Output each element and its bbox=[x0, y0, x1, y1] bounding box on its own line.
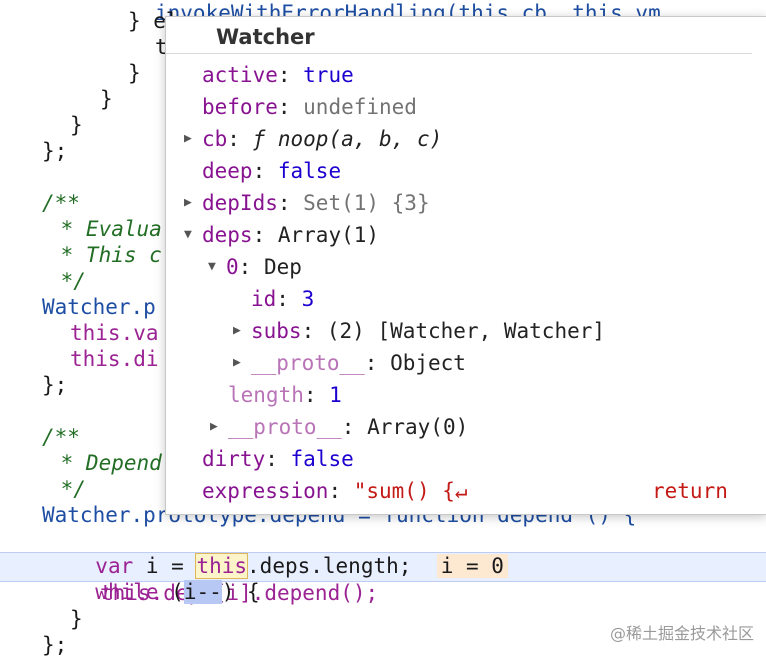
code-line: } bbox=[70, 607, 83, 631]
expand-triangle-icon[interactable]: ▶ bbox=[184, 131, 192, 146]
property-key: 0 bbox=[226, 255, 239, 279]
code-line: }; bbox=[42, 373, 68, 397]
hovered-this-token[interactable]: this bbox=[195, 553, 249, 579]
property-value: Array(0) bbox=[367, 415, 469, 439]
property-row: expression: "sum() {↵return bbox=[202, 475, 728, 507]
code-line: t bbox=[155, 35, 168, 59]
deps-length-expr: .deps.length; bbox=[247, 554, 412, 578]
code-line: }; bbox=[42, 139, 68, 163]
code-line: * This c bbox=[48, 243, 162, 267]
collapse-triangle-icon[interactable]: ▼ bbox=[208, 259, 216, 274]
code-line-while: while (i--) { bbox=[70, 553, 260, 604]
property-key: cb bbox=[202, 127, 228, 151]
code-line: /** bbox=[42, 425, 80, 449]
property-value: 1 bbox=[329, 383, 342, 407]
property-row[interactable]: deps: Array(1) bbox=[202, 223, 380, 247]
keyword-var: var bbox=[95, 554, 134, 578]
inline-value-i: i = 0 bbox=[436, 554, 508, 578]
code-line: } bbox=[100, 87, 113, 111]
property-value: Dep bbox=[263, 255, 302, 279]
property-row[interactable]: 0: Dep bbox=[226, 255, 302, 279]
code-line: } bbox=[128, 61, 141, 85]
object-inspector-popover[interactable]: Watcher active: true before: undefined ▶ cb… bbox=[165, 16, 766, 515]
property-row: active: true bbox=[202, 63, 354, 87]
code-line: this.va bbox=[70, 321, 159, 345]
property-key: dirty bbox=[202, 447, 266, 471]
property-key: deps bbox=[202, 223, 253, 247]
property-row[interactable]: cb: ƒ noop(a, b, c) bbox=[202, 127, 443, 151]
property-value: Set(1) {3} bbox=[303, 191, 430, 215]
property-value: undefined bbox=[303, 95, 417, 119]
expand-triangle-icon[interactable]: ▶ bbox=[233, 323, 241, 338]
property-row[interactable]: depIds: Set(1) {3} bbox=[202, 191, 430, 215]
popover-title: Watcher bbox=[216, 25, 315, 49]
property-key: id bbox=[251, 287, 277, 311]
keyword-while: while bbox=[95, 580, 159, 604]
property-value: 3 bbox=[301, 287, 315, 311]
popover-divider bbox=[166, 53, 752, 54]
code-line: }; bbox=[42, 633, 68, 657]
property-key: before bbox=[202, 95, 278, 119]
property-value: Array(1) bbox=[277, 223, 380, 247]
property-value: false bbox=[277, 159, 342, 183]
code-line: */ bbox=[48, 477, 86, 501]
property-value: Object bbox=[390, 351, 466, 375]
code-line: this.di bbox=[70, 347, 159, 371]
property-row[interactable]: __proto__: Array(0) bbox=[228, 415, 469, 439]
property-key: depIds bbox=[202, 191, 278, 215]
code-line: * Depend bbox=[48, 451, 162, 475]
property-key: __proto__ bbox=[251, 351, 365, 375]
current-execution-line-highlight bbox=[0, 552, 766, 582]
property-value: false bbox=[290, 447, 354, 471]
property-key: active bbox=[202, 63, 278, 87]
code-line: /** bbox=[42, 191, 80, 215]
while-close-paren: ) { bbox=[221, 580, 260, 604]
property-value: true bbox=[303, 63, 354, 87]
property-row: dirty: false bbox=[202, 447, 354, 471]
property-row[interactable]: subs: (2) [Watcher, Watcher] bbox=[251, 319, 606, 343]
code-line: this.deps[i].depend(); bbox=[100, 581, 379, 605]
property-key: deep bbox=[202, 159, 253, 183]
property-row: deep: false bbox=[202, 159, 342, 183]
code-line: */ bbox=[48, 269, 86, 293]
expression-continuation: return bbox=[652, 479, 728, 503]
property-key: length bbox=[228, 383, 304, 407]
property-row[interactable]: __proto__: Object bbox=[251, 351, 466, 375]
selected-decrement-token[interactable]: i-- bbox=[183, 580, 222, 604]
property-value: (2) [Watcher, Watcher] bbox=[326, 319, 606, 343]
code-line: } bbox=[70, 113, 83, 137]
collapse-triangle-icon[interactable]: ▼ bbox=[184, 227, 192, 242]
property-value: ƒ noop(a, b, c) bbox=[252, 127, 443, 151]
code-line: Watcher.p bbox=[42, 295, 156, 319]
property-value: "sum() {↵ bbox=[353, 479, 468, 503]
property-key: subs bbox=[251, 319, 302, 343]
while-open-paren: ( bbox=[158, 580, 184, 604]
code-line-var-i: var i = this.deps.length; i = 0 bbox=[70, 527, 508, 579]
expand-triangle-icon[interactable]: ▶ bbox=[184, 195, 192, 210]
code-line: * Evalua bbox=[48, 217, 162, 241]
property-key: expression bbox=[202, 479, 329, 503]
property-row: id: 3 bbox=[251, 287, 315, 311]
property-row: length: 1 bbox=[228, 383, 342, 407]
expand-triangle-icon[interactable]: ▶ bbox=[210, 419, 218, 434]
property-row: before: undefined bbox=[202, 95, 417, 119]
var-name: i = bbox=[133, 554, 197, 578]
watermark-text: @稀土掘金技术社区 bbox=[609, 624, 754, 643]
expand-triangle-icon[interactable]: ▶ bbox=[233, 355, 241, 370]
property-key: __proto__ bbox=[228, 415, 342, 439]
